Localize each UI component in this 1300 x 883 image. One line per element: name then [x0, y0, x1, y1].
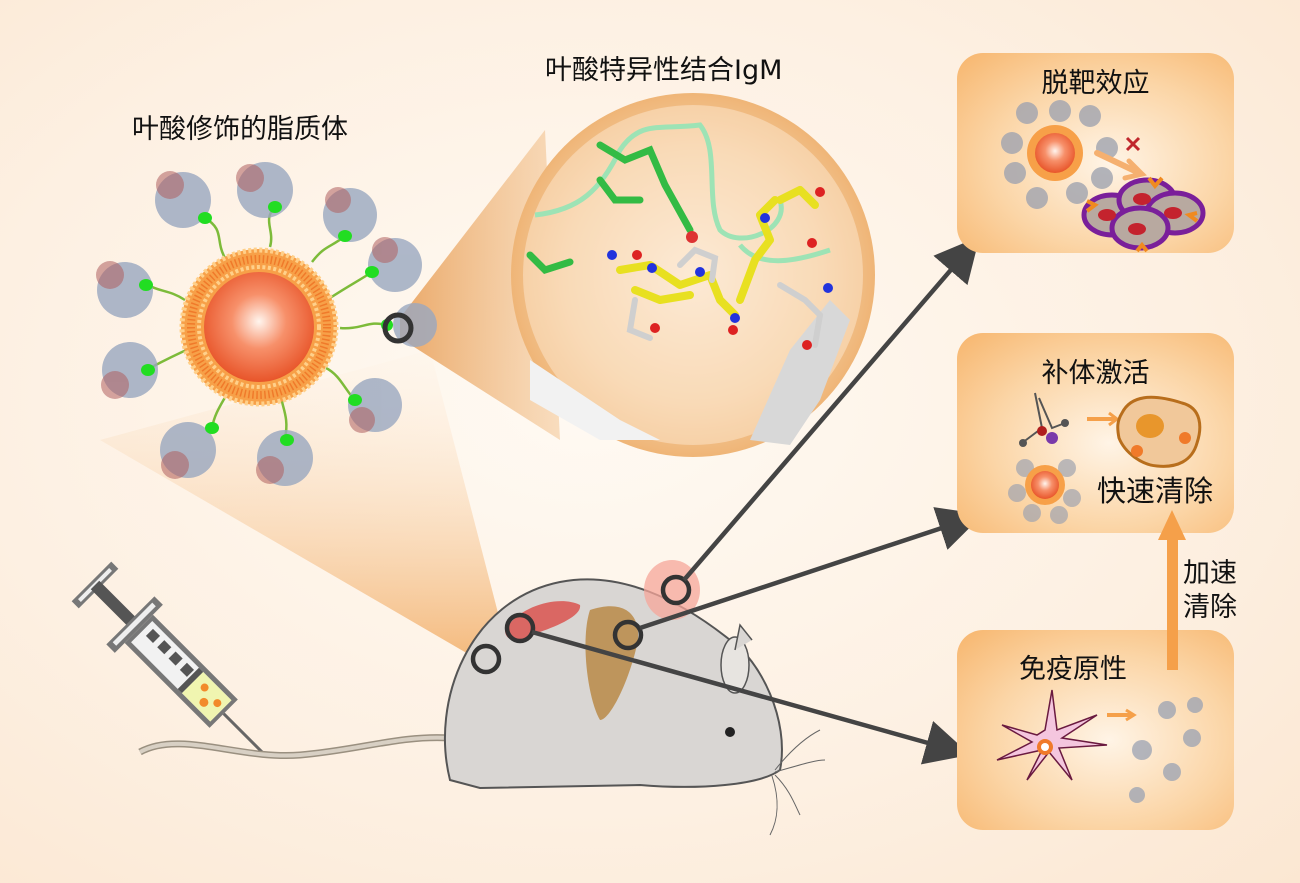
arrow-tumor-to-off-target	[682, 236, 980, 582]
marker-liver	[612, 619, 644, 651]
panel-off-target-title: 脱靶效应	[1041, 68, 1150, 99]
accelerate-arrow-shaft	[1167, 535, 1178, 670]
panel-off-target: 脱靶效应	[957, 53, 1234, 253]
liposome-core	[204, 272, 314, 382]
liposome-title: 叶酸修饰的脂质体	[132, 114, 348, 145]
panel-immunogenicity-title: 免疫原性	[1019, 654, 1127, 685]
mouse-tail-fill	[139, 735, 451, 758]
folate-receptors	[1085, 176, 1199, 253]
cross-icon	[1125, 136, 1141, 152]
antibodies	[1129, 697, 1203, 803]
marker-injection-site	[470, 643, 502, 675]
accelerate-label-line2: 清除	[1183, 592, 1237, 623]
arrow-spleen-to-immunogenicity	[531, 629, 971, 765]
arrow-liver-to-complement	[639, 507, 984, 631]
marker-tumor	[660, 574, 692, 606]
immunogenicity-illustration	[996, 689, 1203, 803]
rapid-clearance-label: 快速清除	[1097, 474, 1214, 508]
mouse-eye	[725, 727, 735, 737]
spleen-region	[505, 601, 581, 640]
marker-spleen	[504, 612, 536, 644]
panel-immunogenicity: 免疫原性	[957, 630, 1234, 830]
folate-ligands	[139, 201, 393, 446]
panel-complement-title: 补体激活	[1041, 358, 1150, 389]
binding-title: 叶酸特异性结合IgM	[545, 55, 783, 86]
folate-liposome	[96, 162, 437, 486]
molecular-zoom-view	[511, 93, 875, 457]
mouse-illustration	[138, 560, 826, 836]
mouse-ear	[720, 636, 750, 694]
syringe-icon	[71, 561, 266, 756]
accelerate-label-line1: 加速	[1183, 558, 1237, 589]
panel-complement: 补体激活 快速清除	[957, 333, 1234, 533]
igm-antibody-clusters	[96, 162, 437, 486]
accelerate-arrow-head	[1158, 510, 1186, 540]
complement-illustration	[1008, 392, 1202, 524]
accelerate-clearance-label: 加速 清除	[1183, 557, 1237, 625]
mouse-whiskers	[769, 729, 826, 836]
orange-arrow-icon	[1094, 150, 1138, 174]
zoom-marker-liposome	[382, 312, 414, 344]
liver-region	[585, 606, 639, 720]
zoom-cone-molecule	[400, 130, 560, 440]
dendritic-cell	[996, 689, 1108, 781]
off-target-illustration	[1001, 100, 1206, 253]
